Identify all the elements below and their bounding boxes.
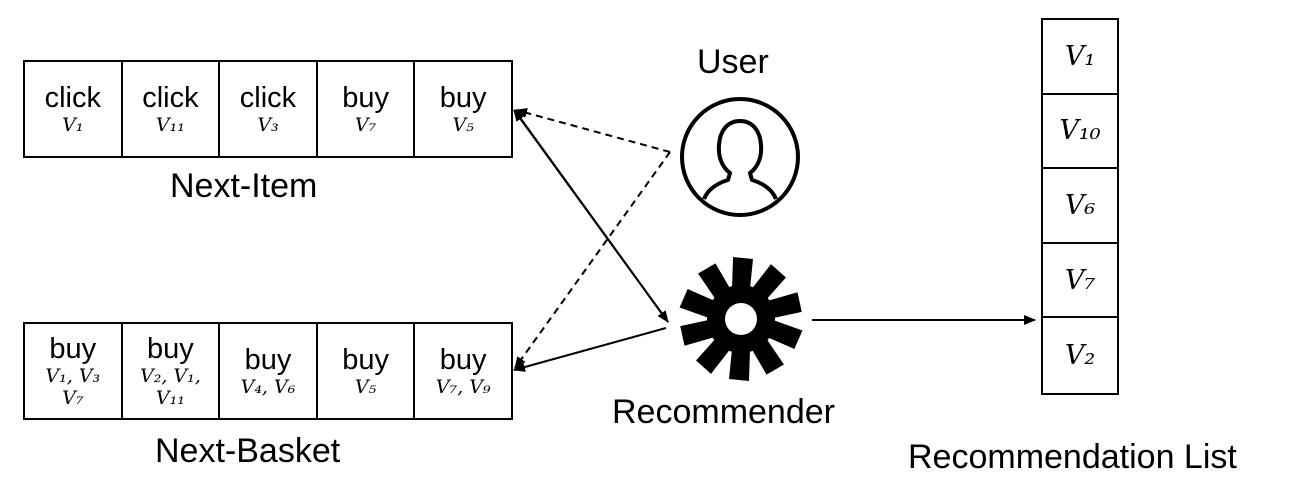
next-basket-label: Next-Basket xyxy=(155,432,341,470)
item-label: V₂, V₁, xyxy=(139,365,201,387)
item-label: V₁₁ xyxy=(155,114,185,136)
item-label: V₅ xyxy=(354,376,377,398)
recommended-item: V₆ xyxy=(1043,169,1117,244)
recommended-item: V₂ xyxy=(1064,340,1096,372)
item-label: V₃ xyxy=(257,114,279,136)
action-label: buy xyxy=(439,82,487,114)
action-label: buy xyxy=(439,344,487,376)
dashed-user-to-next-basket xyxy=(514,151,671,369)
item-label: V₅ xyxy=(452,114,474,136)
arrow-recommender-to-next-item xyxy=(513,109,669,323)
item-label: V₄, V₆ xyxy=(240,376,296,398)
gear-icon xyxy=(679,257,803,381)
action-label: buy xyxy=(49,333,97,365)
user-label: User xyxy=(697,43,769,81)
item-label: V₁₁ xyxy=(155,387,185,409)
action-label: buy xyxy=(342,344,389,376)
recommended-item: V₁₀ xyxy=(1043,95,1117,170)
recommended-item: V₇ xyxy=(1043,244,1117,319)
action-label: click xyxy=(239,82,297,114)
next-item-label: Next-Item xyxy=(170,167,318,205)
item-label: V₁ xyxy=(62,114,84,136)
item-label: V₁, V₃ xyxy=(45,365,101,387)
action-label: click xyxy=(142,82,199,114)
recommendation-list-label: Recommendation List xyxy=(908,438,1237,476)
item-label: V₇ xyxy=(62,387,84,409)
item-label: V₇ xyxy=(354,114,377,136)
action-label: buy xyxy=(147,333,194,365)
action-label: click xyxy=(44,82,101,114)
dashed-user-to-next-item xyxy=(515,108,671,153)
user-silhouette-icon xyxy=(680,97,800,217)
recommendation-list: V₁ V₁₀ V₆ V₇ V₂ xyxy=(1041,18,1119,395)
item-label: V₇, V₉ xyxy=(435,376,491,398)
arrow-recommender-to-next-basket xyxy=(513,327,667,372)
recommended-item: V₁ xyxy=(1043,20,1117,95)
action-label: buy xyxy=(244,344,292,376)
recommender-label: Recommender xyxy=(612,393,835,431)
action-label: buy xyxy=(342,82,389,114)
